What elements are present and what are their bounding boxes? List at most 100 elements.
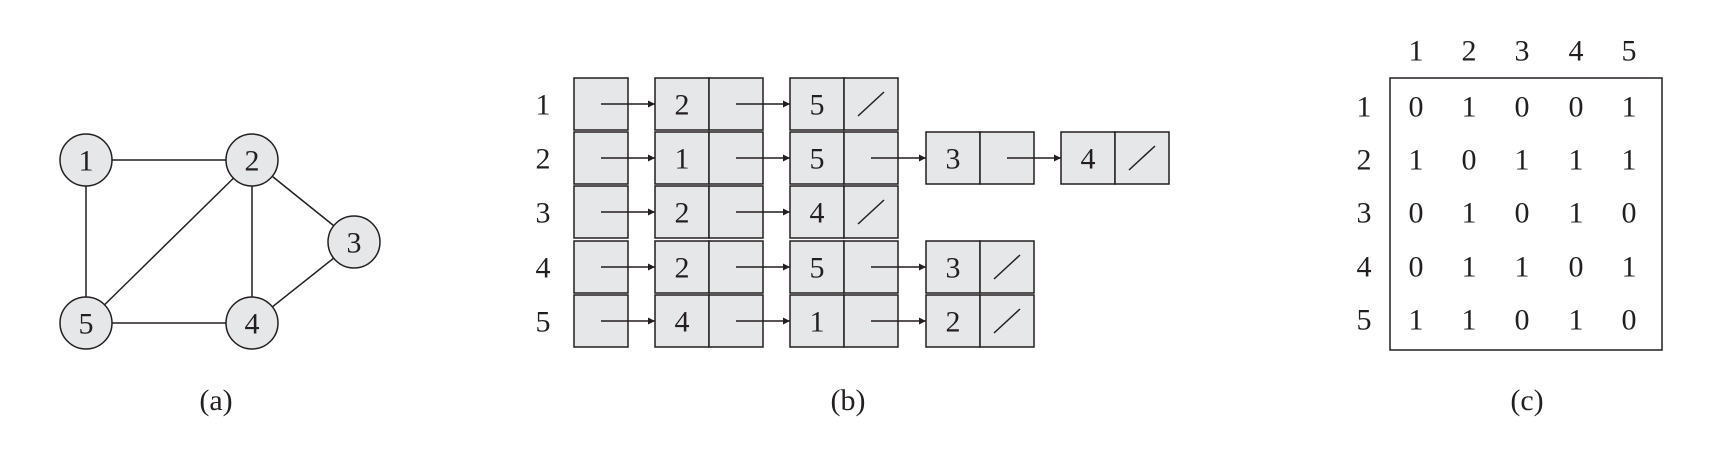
matrix-column-header: 5 <box>1622 35 1637 68</box>
list-node-data-cell <box>789 294 845 348</box>
list-node-data-cell <box>789 240 845 294</box>
matrix-column-header: 2 <box>1462 35 1477 68</box>
null-pointer-slash <box>857 91 885 117</box>
graph-node-label: 5 <box>79 308 94 341</box>
list-node: 3 <box>925 131 1061 185</box>
matrix-cell: 1 <box>1515 251 1530 284</box>
list-node: 4 <box>1060 131 1170 185</box>
list-row-1: 1 2 5 <box>536 77 899 131</box>
caption-a: (a) <box>199 384 232 417</box>
list-node: 5 <box>789 131 926 185</box>
list-node-value: 5 <box>810 143 825 176</box>
list-node: 4 <box>789 185 899 239</box>
graph-node-label: 2 <box>245 145 260 178</box>
null-pointer-slash <box>857 199 885 225</box>
graph-node-circle <box>59 133 113 187</box>
list-node-data-cell <box>654 131 710 185</box>
list-row-label: 5 <box>536 306 551 339</box>
list-row-5: 5 4 1 2 <box>536 294 1035 348</box>
matrix-row-header: 3 <box>1357 197 1372 230</box>
list-node: 1 <box>789 294 926 348</box>
graph-nodes: 1 2 3 4 5 <box>59 133 381 350</box>
matrix-cell: 0 <box>1462 144 1477 177</box>
list-row-label: 3 <box>536 197 551 230</box>
matrix-cell: 1 <box>1462 251 1477 284</box>
graph-node-circle <box>59 296 113 350</box>
matrix-cell: 0 <box>1569 91 1584 124</box>
matrix-column-header: 4 <box>1569 35 1584 68</box>
list-row-label: 2 <box>536 143 551 176</box>
list-node: 3 <box>925 240 1035 294</box>
matrix-row-header: 4 <box>1357 251 1372 284</box>
list-node-value: 2 <box>675 89 690 122</box>
matrix-cell: 1 <box>1569 144 1584 177</box>
list-node-value: 3 <box>946 143 961 176</box>
list-node-value: 5 <box>810 89 825 122</box>
list-node: 2 <box>925 294 1035 348</box>
graph-node-label: 4 <box>245 308 260 341</box>
list-row-label: 1 <box>536 89 551 122</box>
matrix-cell: 1 <box>1409 144 1424 177</box>
graph-node-2: 2 <box>225 133 279 187</box>
list-node-value: 1 <box>810 306 825 339</box>
matrix-frame <box>1389 77 1663 351</box>
list-node-value: 3 <box>946 252 961 285</box>
matrix-cell: 0 <box>1409 251 1424 284</box>
matrix-cell: 0 <box>1515 197 1530 230</box>
matrix-cell: 0 <box>1515 304 1530 337</box>
list-node: 2 <box>654 77 790 131</box>
matrix-cell: 1 <box>1569 197 1584 230</box>
matrix-row-header: 5 <box>1357 304 1372 337</box>
list-node-value: 4 <box>810 197 825 230</box>
matrix-row-header: 2 <box>1357 144 1372 177</box>
null-pointer-slash <box>1128 145 1156 171</box>
matrix-cell: 1 <box>1622 251 1637 284</box>
matrix-cell: 1 <box>1409 304 1424 337</box>
null-pointer-slash <box>993 308 1021 334</box>
list-node-value: 2 <box>675 252 690 285</box>
list-node: 4 <box>654 294 790 348</box>
list-node-value: 4 <box>1081 143 1096 176</box>
list-node: 1 <box>654 131 790 185</box>
list-node: 5 <box>789 240 926 294</box>
matrix-cell: 0 <box>1409 91 1424 124</box>
matrix-cell: 0 <box>1622 197 1637 230</box>
matrix-column-header: 1 <box>1409 35 1424 68</box>
list-node-value: 4 <box>675 306 690 339</box>
graph-node-4: 4 <box>225 296 279 350</box>
list-node-data-cell <box>654 77 710 131</box>
list-node: 2 <box>654 240 790 294</box>
graph-node-1: 1 <box>59 133 113 187</box>
graph-edges <box>85 159 355 324</box>
list-node-value: 2 <box>675 197 690 230</box>
list-node: 5 <box>789 77 899 131</box>
list-node-value: 2 <box>946 306 961 339</box>
matrix-row-header: 1 <box>1357 91 1372 124</box>
matrix-cell: 1 <box>1569 304 1584 337</box>
null-pointer-slash <box>993 254 1021 280</box>
caption-b: (b) <box>831 384 866 417</box>
matrix-cell: 1 <box>1462 91 1477 124</box>
graph-node-circle <box>327 215 381 269</box>
list-node-data-cell <box>789 77 845 131</box>
list-node-value: 5 <box>810 252 825 285</box>
list-node: 2 <box>654 185 790 239</box>
list-node-data-cell <box>925 294 981 348</box>
graph-node-circle <box>225 133 279 187</box>
graph-node-5: 5 <box>59 296 113 350</box>
list-node-data-cell <box>789 185 845 239</box>
list-node-data-cell <box>654 185 710 239</box>
graph-node-circle <box>225 296 279 350</box>
matrix-cell: 0 <box>1515 91 1530 124</box>
graph-node-3: 3 <box>327 215 381 269</box>
